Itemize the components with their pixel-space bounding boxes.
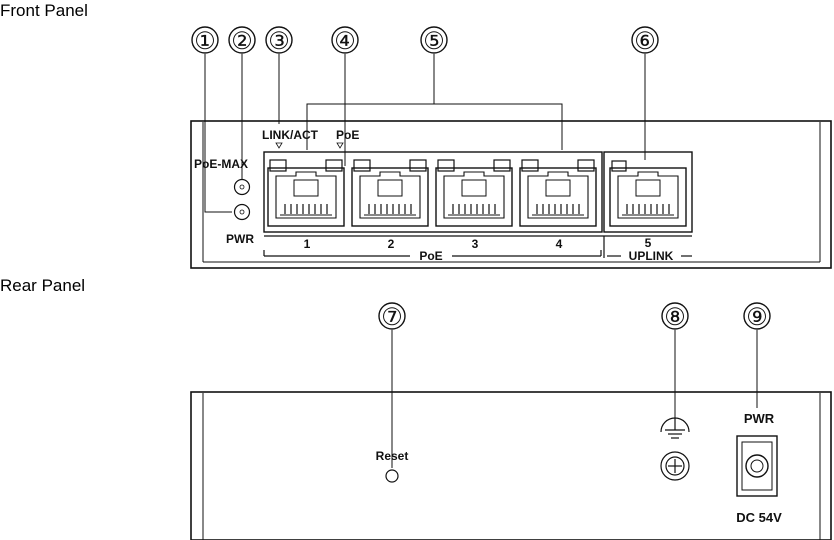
port-number-1: 1 <box>304 237 311 251</box>
port-number-4: 4 <box>556 237 563 251</box>
dc-power-jack <box>736 435 778 497</box>
ethernet-port-4[interactable] <box>519 159 597 227</box>
callout-1-circle <box>191 26 219 54</box>
rear-panel-title: Rear Panel <box>0 276 85 295</box>
callout-5: ⑤ <box>423 28 445 55</box>
callout-3-circle <box>265 26 293 54</box>
callout-2-circle <box>228 26 256 54</box>
port-number-2: 2 <box>388 237 395 251</box>
reset-button-hole[interactable] <box>385 469 399 483</box>
callout-5-circle <box>420 26 448 54</box>
callout-7-circle <box>378 302 406 330</box>
ethernet-port-3[interactable] <box>435 159 513 227</box>
callout-3: ③ <box>268 28 290 55</box>
link-act-label: LINK/ACT <box>262 128 319 142</box>
ground-symbol-icon <box>660 417 690 439</box>
port-number-3: 3 <box>472 237 479 251</box>
rear-panel <box>190 302 832 540</box>
callout-6: ⑥ <box>634 28 656 55</box>
rear-pwr-label: PWR <box>744 411 775 426</box>
port-2-link-led <box>353 159 371 172</box>
uplink-group-label: UPLINK <box>629 249 674 263</box>
poe-max-led <box>233 178 251 196</box>
port-1-link-led <box>269 159 287 172</box>
port-5-led <box>611 160 627 172</box>
rear-chassis-outline <box>190 391 832 540</box>
callout-1: ① <box>194 28 216 55</box>
port-3-link-led <box>437 159 455 172</box>
ethernet-port-1[interactable] <box>267 159 345 227</box>
callout-4: ④ <box>334 28 356 55</box>
front-chassis-outline <box>190 120 832 269</box>
callout-2: ② <box>231 28 253 55</box>
callout-9: ⑨ <box>746 304 768 331</box>
ethernet-ports <box>267 159 687 227</box>
callout-4-circle <box>331 26 359 54</box>
link-act-indicator-arrow <box>275 142 283 149</box>
uplink-port-frame <box>603 151 693 233</box>
port-3-poe-led <box>493 159 511 172</box>
leader-5-bracket <box>306 103 563 150</box>
poe-led-label: PoE <box>336 128 359 142</box>
dc-voltage-label: DC 54V <box>736 510 782 525</box>
callout-9-circle <box>743 302 771 330</box>
poe-indicator-arrow <box>336 142 344 149</box>
port-2-poe-led <box>409 159 427 172</box>
front-leader-lines <box>204 54 646 213</box>
ethernet-port-5[interactable] <box>609 160 687 227</box>
pwr-led <box>233 203 251 221</box>
callout-8: ⑧ <box>664 304 686 331</box>
port-4-poe-led <box>577 159 595 172</box>
port-4-link-led <box>521 159 539 172</box>
leader-1 <box>204 54 232 213</box>
callout-7: ⑦ <box>381 304 403 331</box>
front-panel-title: Front Panel <box>0 1 88 20</box>
poe-group-label: PoE <box>419 249 442 263</box>
reset-label: Reset <box>376 449 409 463</box>
poe-port-group-frame <box>263 151 603 233</box>
front-callouts <box>191 26 659 54</box>
ground-screw-icon <box>660 451 690 481</box>
callout-8-circle <box>661 302 689 330</box>
pwr-label: PWR <box>226 232 254 246</box>
ethernet-port-2[interactable] <box>351 159 429 227</box>
port-number-5: 5 <box>645 236 652 250</box>
poe-max-label: PoE-MAX <box>194 157 248 171</box>
port-1-poe-led <box>325 159 343 172</box>
front-panel <box>190 26 832 269</box>
callout-6-circle <box>631 26 659 54</box>
